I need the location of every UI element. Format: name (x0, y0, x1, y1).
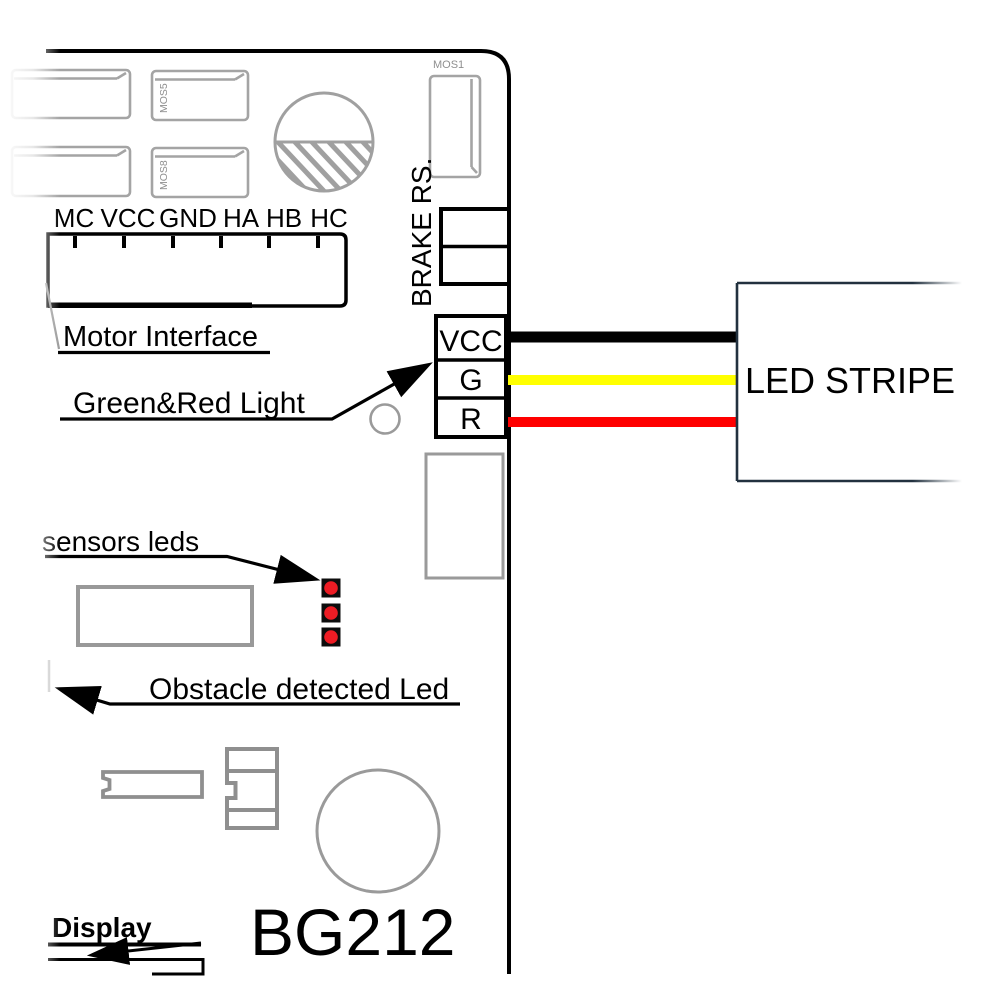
led-2 (324, 606, 338, 620)
mos8-ref-label: MOS8 (158, 160, 170, 190)
sensors-leds-annotation: sensors leds (42, 526, 321, 584)
light-connector-block: VCC G R (434, 314, 508, 439)
relay-component (225, 747, 279, 830)
capacitor-component (315, 768, 441, 894)
mounting-hole (369, 403, 401, 435)
right-edge-component (424, 452, 505, 580)
obstacle-detected-annotation: Obstacle detected Led (47, 660, 460, 715)
mosfet-mos8: MOS8 (150, 146, 250, 199)
mosfet-mos1: MOS1 (428, 59, 482, 179)
board-outline (46, 49, 511, 974)
sensors-leds-label: sensors leds (42, 526, 199, 557)
obstacle-detected-label: Obstacle detected Led (149, 673, 449, 706)
light-pin-g: G (459, 364, 482, 397)
green-red-light-label: Green&Red Light (73, 387, 305, 420)
obstacle-detected-leader (54, 685, 460, 715)
indicator-leds (321, 578, 341, 647)
pin-label-hb: HB (266, 203, 302, 233)
motor-pin-labels: MC VCC GND HA HB HC (54, 203, 348, 233)
pin-label-hc: HC (310, 203, 348, 233)
light-pin-vcc: VCC (439, 325, 502, 358)
display-annotation: Display (48, 912, 205, 976)
led-stripe-box: LED STRIPE (735, 281, 962, 483)
pin-label-vcc: VCC (101, 203, 156, 233)
display-label: Display (52, 912, 152, 943)
sensors-leds-leader (45, 554, 321, 584)
pin-label-gnd: GND (159, 203, 217, 233)
light-pin-r: R (460, 403, 482, 436)
motor-interface-annotation: Motor Interface (44, 282, 270, 355)
mos1-ref-label: MOS1 (433, 59, 464, 71)
brake-rs-label: BRAKE RS. (406, 158, 437, 307)
notched-bar-component (101, 770, 204, 799)
led-stripe-label: LED STRIPE (745, 360, 955, 401)
mos5-ref-label: MOS5 (158, 83, 170, 113)
green-red-light-leader (60, 362, 433, 421)
display-leader (86, 937, 202, 965)
green-red-light-annotation: Green&Red Light (60, 362, 433, 421)
mosfet-mos5: MOS5 (150, 69, 250, 122)
hatched-circle-component (273, 91, 375, 193)
pin-label-ha: HA (223, 203, 260, 233)
brake-rs-connector (439, 207, 511, 286)
motor-interface-connector (46, 232, 348, 308)
led-3 (324, 630, 338, 644)
left-fade-overlay (0, 0, 60, 1000)
led-1 (324, 581, 338, 595)
board-name: BG212 (250, 895, 455, 969)
motor-interface-label: Motor Interface (63, 321, 258, 353)
sensor-header (76, 585, 254, 647)
display-connector-edge (48, 958, 205, 976)
pin-label-mc: MC (54, 203, 94, 233)
connector-pin-ticks (73, 236, 320, 248)
